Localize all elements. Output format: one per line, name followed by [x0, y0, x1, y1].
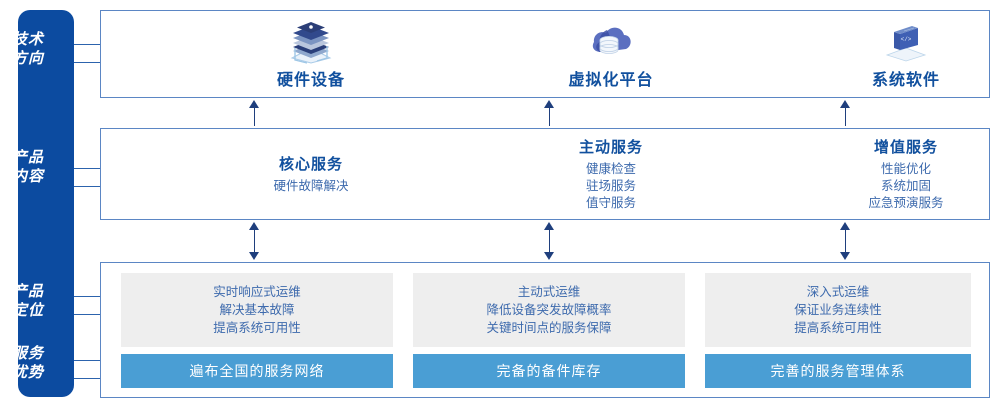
connector-line — [74, 62, 101, 63]
positioning-line: 提高系统可用性 — [794, 321, 882, 335]
svg-text:</>: </> — [901, 36, 912, 43]
positioning-line: 主动式运维 — [517, 285, 581, 299]
content-title: 核心服务 — [278, 156, 343, 173]
positioning-line: 深入式运维 — [806, 285, 870, 299]
positioning-line: 降低设备突发故障概率 — [486, 303, 612, 317]
advantage-bar[interactable]: 完善的服务管理体系 — [705, 354, 971, 388]
sidebar-label-line: 技术 — [11, 31, 44, 48]
arrow-up-icon — [544, 100, 555, 126]
arrow-double-icon — [544, 222, 555, 260]
connector-line — [74, 168, 101, 169]
bottom-column-1[interactable]: 实时响应式运维 解决基本故障 提高系统可用性 遍布全国的服务网络 — [121, 273, 393, 389]
arrow-double-icon — [249, 222, 260, 260]
content-item: 性能优化 — [880, 162, 931, 176]
positioning-line: 保证业务连续性 — [794, 303, 882, 317]
cloud-database-icon — [581, 18, 641, 64]
connector-line — [74, 44, 101, 45]
connector-line — [74, 378, 101, 379]
sidebar-label-line: 优势 — [11, 364, 44, 381]
positioning-box: 主动式运维 降低设备突发故障概率 关键时间点的服务保障 — [413, 273, 685, 347]
laptop-code-icon: </> — [876, 18, 936, 64]
content-item: 驻场服务 — [585, 179, 636, 193]
content-item: 系统加固 — [880, 179, 931, 193]
positioning-box: 深入式运维 保证业务连续性 提高系统可用性 — [705, 273, 971, 347]
content-column-core[interactable]: 核心服务 硬件故障解决 — [161, 129, 461, 219]
connector-line — [74, 314, 101, 315]
positioning-line: 实时响应式运维 — [213, 285, 301, 299]
connector-line — [74, 186, 101, 187]
tech-label: 硬件设备 — [276, 72, 345, 89]
content-title: 主动服务 — [578, 139, 643, 156]
content-item: 硬件故障解决 — [273, 179, 349, 193]
server-stack-icon — [281, 18, 341, 64]
bottom-column-2[interactable]: 主动式运维 降低设备突发故障概率 关键时间点的服务保障 完备的备件库存 — [413, 273, 685, 389]
sidebar-item-tech-direction[interactable]: 技术 方向 — [0, 30, 56, 68]
arrow-double-icon — [840, 222, 851, 260]
tech-label: 虚拟化平台 — [568, 72, 654, 89]
sidebar-item-product-position[interactable]: 产品 定位 — [0, 282, 56, 320]
sidebar-label-line: 服务 — [11, 345, 44, 362]
sidebar-item-service-advantage[interactable]: 服务 优势 — [0, 344, 56, 382]
tech-column-virtualization[interactable]: 虚拟化平台 — [461, 11, 761, 97]
bottom-column-3[interactable]: 深入式运维 保证业务连续性 提高系统可用性 完善的服务管理体系 — [705, 273, 971, 389]
sidebar-item-product-content[interactable]: 产品 内容 — [0, 148, 56, 186]
connector-line — [74, 296, 101, 297]
positioning-line: 提高系统可用性 — [213, 321, 301, 335]
connector-line — [74, 360, 101, 361]
tech-label: 系统软件 — [871, 72, 940, 89]
content-item: 应急预演服务 — [868, 196, 944, 210]
advantage-bar[interactable]: 完备的备件库存 — [413, 354, 685, 388]
sidebar-label-line: 内容 — [11, 168, 44, 185]
content-column-proactive[interactable]: 主动服务 健康检查 驻场服务 值守服务 — [461, 129, 761, 219]
content-item: 健康检查 — [585, 162, 636, 176]
content-column-valueadd[interactable]: 增值服务 性能优化 系统加固 应急预演服务 — [761, 129, 1000, 219]
sidebar-panel — [18, 10, 74, 397]
positioning-line: 关键时间点的服务保障 — [486, 321, 612, 335]
tech-direction-panel: 硬件设备 虚拟化平台 — [100, 10, 990, 98]
positioning-line: 解决基本故障 — [219, 303, 295, 317]
content-title: 增值服务 — [873, 139, 938, 156]
positioning-advantage-panel: 实时响应式运维 解决基本故障 提高系统可用性 遍布全国的服务网络 主动式运维 降… — [100, 262, 990, 398]
tech-column-system-software[interactable]: </> 系统软件 — [761, 11, 1000, 97]
tech-column-hardware[interactable]: 硬件设备 — [161, 11, 461, 97]
content-item: 值守服务 — [585, 196, 636, 210]
sidebar-label-line: 定位 — [11, 302, 44, 319]
advantage-bar[interactable]: 遍布全国的服务网络 — [121, 354, 393, 388]
arrow-up-icon — [249, 100, 260, 126]
sidebar-label-line: 方向 — [11, 50, 44, 67]
sidebar-label-line: 产品 — [11, 283, 44, 300]
positioning-box: 实时响应式运维 解决基本故障 提高系统可用性 — [121, 273, 393, 347]
product-content-panel: 核心服务 硬件故障解决 主动服务 健康检查 驻场服务 值守服务 增值服务 性能优… — [100, 128, 990, 220]
arrow-up-icon — [840, 100, 851, 126]
sidebar-label-line: 产品 — [11, 149, 44, 166]
